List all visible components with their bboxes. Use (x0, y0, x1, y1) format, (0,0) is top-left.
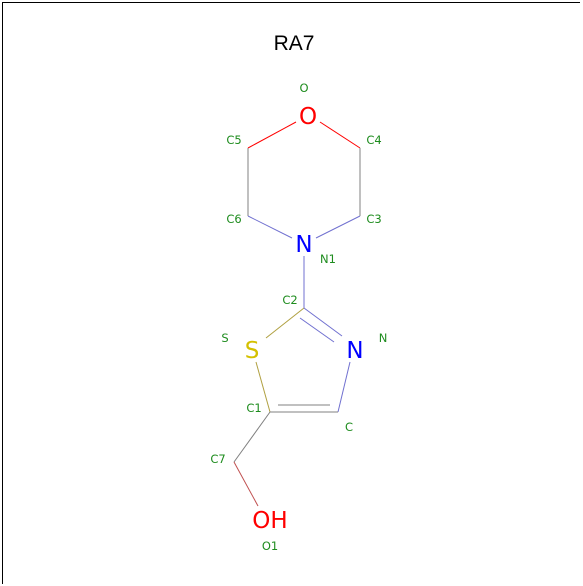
bond-c3-n1 (315, 215, 361, 239)
label-c7: C7 (210, 452, 225, 466)
bond-s-c1 (255, 361, 271, 413)
thiazole-ring-bonds (255, 307, 351, 413)
bond-n-c (337, 361, 351, 413)
bond-c2-n-double (299, 317, 335, 343)
label-c1: C1 (246, 401, 261, 415)
label-c: C (345, 420, 353, 434)
bond-c7-o1 (233, 461, 259, 507)
label-c3: C3 (366, 212, 381, 226)
bond-c2-s (265, 307, 305, 339)
bond-c6-n1 (247, 215, 293, 239)
bond-o-c4 (319, 121, 361, 149)
label-n: N (379, 331, 388, 345)
atom-sulfur: S (245, 338, 260, 364)
diagram-title: RA7 (274, 32, 315, 55)
atom-oxygen-ring: O (299, 104, 317, 130)
label-c6: C6 (226, 212, 241, 226)
label-n1: N1 (320, 252, 336, 266)
label-o1: O1 (262, 539, 278, 553)
atom-hydroxyl: OH (252, 508, 287, 534)
bond-c2-n (303, 307, 343, 337)
label-c5: C5 (226, 133, 241, 147)
atom-nitrogen-thiazole: N (346, 338, 363, 364)
label-o: O (299, 81, 308, 95)
label-c2: C2 (282, 293, 297, 307)
bond-c1-c7 (233, 411, 271, 463)
atom-nitrogen-ring: N (295, 232, 312, 258)
label-s: S (221, 331, 228, 345)
morpholine-ring-bonds (247, 121, 361, 239)
atom-labels: O C5 C4 C6 C3 N1 C2 S N C1 C C7 O1 (210, 81, 387, 553)
label-c4: C4 (366, 133, 381, 147)
bond-o-c5 (247, 121, 297, 149)
